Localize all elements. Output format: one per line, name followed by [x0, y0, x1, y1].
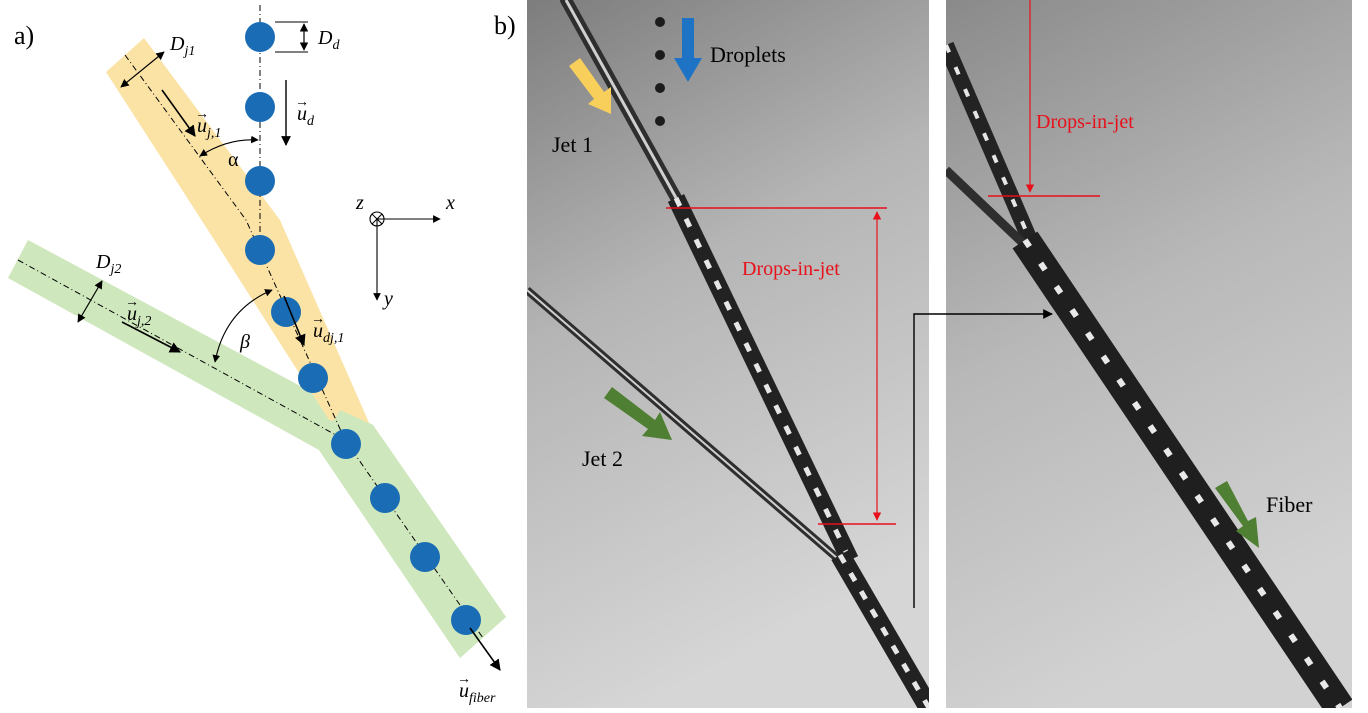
- jet2-label: Jet 2: [582, 446, 623, 471]
- droplet: [298, 363, 328, 393]
- axis-z-label: z: [355, 192, 364, 214]
- dj1-dimension-arrow: [120, 51, 165, 88]
- droplet: [245, 235, 275, 265]
- panel-b-label: b): [494, 11, 516, 40]
- axis-x-label: x: [445, 192, 455, 214]
- jet1-band: [106, 38, 370, 425]
- droplet: [245, 166, 275, 196]
- photo-right: [946, 0, 1352, 708]
- alpha-arc: [199, 135, 259, 157]
- panel-a-label: a): [14, 21, 34, 50]
- droplet: [410, 542, 440, 572]
- droplet: [245, 92, 275, 122]
- droplets-label: Droplets: [710, 42, 786, 67]
- jet1-yellow-arrow: [569, 58, 611, 114]
- photo-left: [527, 0, 929, 708]
- dj2-label: Dj2: [95, 251, 121, 277]
- droplet: [331, 429, 361, 459]
- ufiber-label: →ufiber: [457, 672, 496, 706]
- panel-a: a) Dd →ud: [8, 5, 506, 706]
- jet2-green-arrow: [604, 387, 672, 440]
- fiber-green-arrow: [1215, 481, 1259, 548]
- droplet: [370, 483, 400, 513]
- ud-label: →ud: [295, 95, 315, 129]
- dj2-dimension-arrow: [77, 280, 103, 323]
- fiber-band: [319, 410, 506, 658]
- panel-b: b): [494, 0, 1352, 708]
- dd-label: Dd: [317, 27, 340, 53]
- ufiber-arrow: [469, 627, 501, 671]
- drops-in-jet-right-label: Drops-in-jet: [1036, 111, 1134, 133]
- udj1-label: →udj,1: [311, 312, 344, 346]
- coordinate-axes: z x y: [355, 192, 455, 310]
- beta-arc: [212, 289, 273, 363]
- uj2-label: →uj,2: [125, 295, 151, 329]
- zoom-connector-arrow: [913, 309, 1053, 608]
- jet1-label: Jet 1: [552, 132, 593, 157]
- udj1-arrow: [283, 295, 306, 347]
- fiber-label: Fiber: [1266, 492, 1313, 517]
- jet2-centerline: [17, 259, 346, 441]
- axis-y-label: y: [382, 288, 393, 310]
- dj1-label: Dj1: [169, 33, 195, 59]
- drops-in-jet-left-label: Drops-in-jet: [742, 258, 840, 280]
- droplet: [245, 22, 275, 52]
- droplets-photo: [655, 17, 665, 126]
- droplet: [451, 605, 481, 635]
- jet2-band: [8, 240, 506, 658]
- uj2-arrow: [121, 321, 181, 353]
- fiber-centerline: [344, 439, 484, 639]
- uj1-arrow: [161, 89, 196, 137]
- droplets-blue-arrow: [674, 18, 702, 82]
- alpha-label: α: [228, 149, 239, 171]
- beta-label: β: [239, 331, 250, 353]
